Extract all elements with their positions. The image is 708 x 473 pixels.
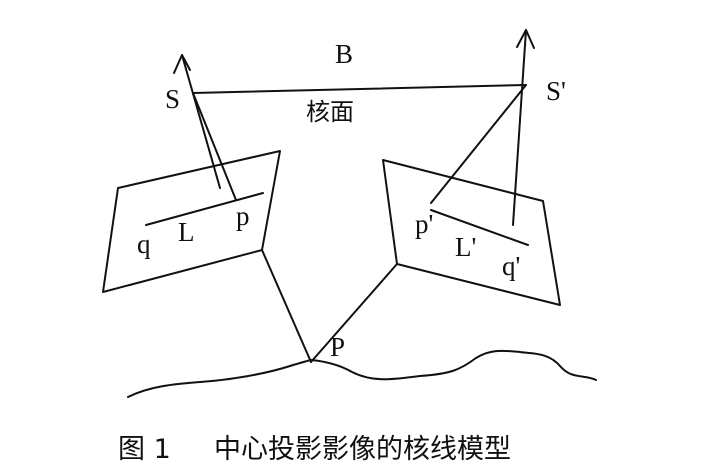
- right-camera-axis: [512, 29, 527, 226]
- label-left-q: q: [137, 229, 151, 259]
- left-ray-to-p: [192, 92, 237, 201]
- label-right-q-prime: q': [502, 251, 520, 281]
- baseline-line: [192, 84, 527, 94]
- label-left-p: p: [236, 201, 250, 231]
- label-right-p-prime: p': [415, 209, 433, 239]
- caption-title: 中心投影影像的核线模型: [214, 434, 511, 465]
- label-ground-point-p: P: [330, 332, 345, 362]
- label-right-center-s-prime: S': [546, 76, 566, 106]
- right-epipolar-line: [430, 209, 529, 246]
- label-left-l: L: [178, 217, 195, 247]
- right-image-plane: [382, 159, 561, 306]
- right-axis-arrowhead: [516, 29, 535, 49]
- right-ray-to-ground: [310, 263, 398, 363]
- ground-terrain: [127, 349, 597, 398]
- label-right-l-prime: L': [455, 232, 476, 262]
- caption-number: 图 1: [118, 434, 171, 465]
- right-ray-to-p-prime: [430, 84, 527, 204]
- left-epipolar-line: [145, 192, 264, 226]
- label-epipolar-plane: 核面: [306, 98, 354, 126]
- label-baseline-b: B: [335, 39, 353, 69]
- left-axis-arrowhead: [173, 54, 191, 74]
- label-left-center-s: S: [165, 84, 180, 114]
- left-ray-to-ground: [261, 249, 312, 363]
